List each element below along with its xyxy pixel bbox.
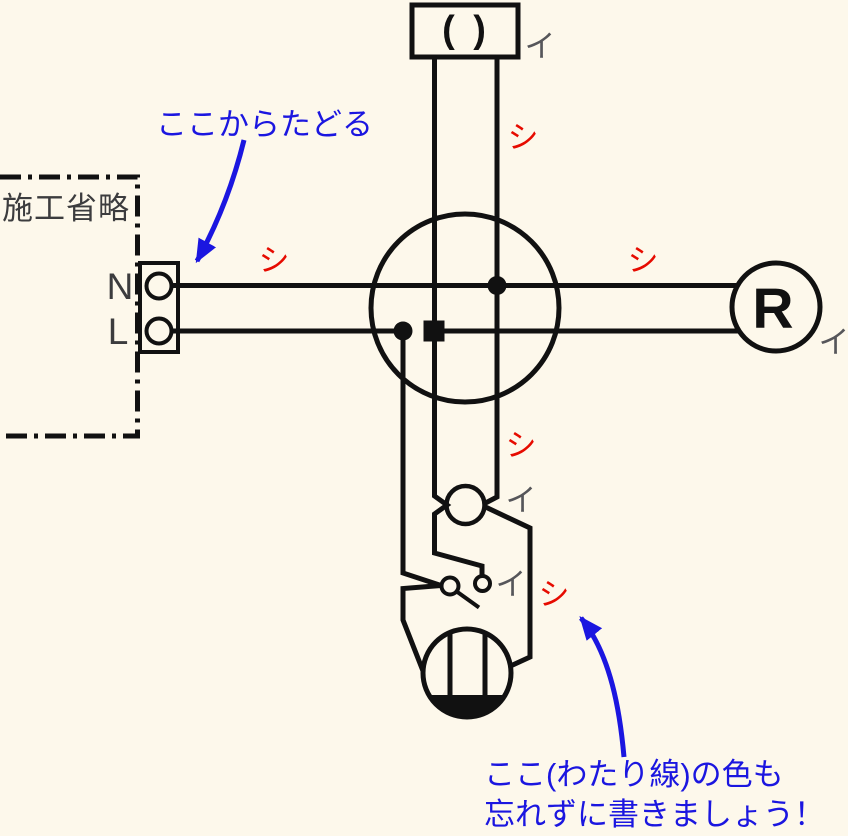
wire-color-label-pilot-feed: シ (506, 428, 537, 463)
outlet-body (420, 626, 514, 720)
pilot-lamp-body (444, 483, 487, 527)
wire-color-label-jumper: シ (539, 577, 570, 612)
ceiling-light-body (409, 2, 521, 60)
terminal-n-label: N (107, 266, 134, 307)
circuit-label-switch: イ (496, 567, 527, 602)
annotation-jumper-line1: ここ(わたり線)の色も (484, 757, 784, 792)
annotation-jumper-line2: 忘れずに書きましょう！ (484, 797, 825, 832)
terminal-l-label: L (108, 311, 129, 352)
wires (170, 57, 739, 672)
connection-points (393, 276, 507, 342)
wire-color-label-neutral-left: シ (259, 243, 290, 278)
ceiling-light-symbol: ( ) (442, 9, 490, 51)
annotation-trace-arrow (194, 139, 247, 264)
ceiling-light: ( ) イ (409, 2, 556, 64)
receptacle-body (729, 260, 823, 354)
wire-color-labels: シ シ シ シ シ (259, 120, 659, 612)
power-source-caption: 施工省略 (2, 191, 130, 226)
white-jumper-wire (484, 504, 533, 669)
circuit-label-pilot-lamp: イ (506, 483, 537, 518)
annotation-trace-text: ここからたどる (156, 107, 373, 142)
switch: イ (439, 567, 527, 602)
terminal-block (138, 261, 180, 354)
dash-dot-border (0, 174, 140, 439)
annotation-trace: ここからたどる (156, 107, 373, 264)
wire-color-label-ceiling-light: シ (508, 120, 539, 155)
connection-dot-live (393, 321, 413, 341)
live-down-wire (400, 331, 442, 672)
connection-dot-neutral (487, 276, 507, 295)
wire-color-label-neutral-right: シ (628, 243, 659, 278)
ceiling-light-return-wire (432, 57, 485, 576)
switch-lever (454, 589, 481, 610)
annotation-jumper-arrow (579, 616, 627, 758)
receptacle: R イ (729, 260, 848, 360)
annotation-jumper: ここ(わたり線)の色も 忘れずに書きましょう！ (484, 616, 825, 832)
outlet-filled-segment (428, 695, 506, 717)
circuit-label-ceiling-light: イ (525, 29, 556, 64)
outlet (420, 626, 514, 720)
switch-contact-left (439, 575, 461, 597)
connection-square-return (423, 320, 445, 342)
pilot-lamp: イ (444, 483, 537, 527)
outlet-prong-lines (447, 633, 488, 696)
receptacle-symbol: R (752, 277, 793, 341)
switch-contact-right (473, 574, 492, 593)
circuit-label-receptacle: イ (819, 325, 848, 360)
ceiling-light-neutral-wire (484, 57, 500, 506)
junction-box-circle (368, 211, 562, 405)
